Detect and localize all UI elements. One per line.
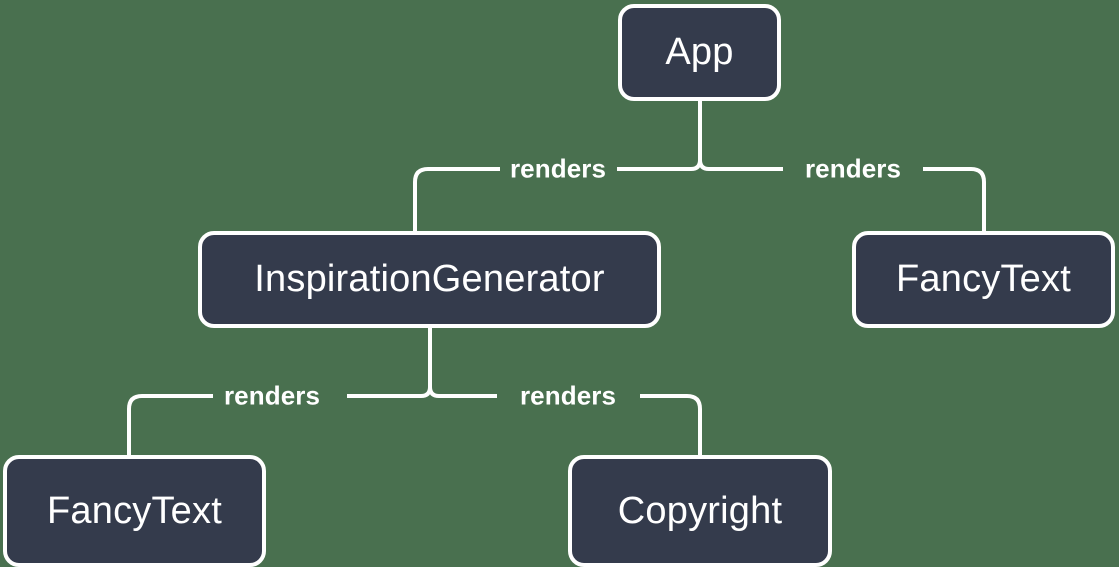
edge-inspgen-junction-right — [428, 386, 497, 398]
node-app-label: App — [665, 31, 734, 73]
edge-inspgen-to-copyright — [640, 394, 702, 455]
edge-app-to-fancytext-right — [923, 167, 986, 231]
edge-label-app-to-fancytext-right: renders — [804, 153, 902, 184]
node-copyright-label: Copyright — [617, 489, 783, 532]
node-inspiration-generator-label: InspirationGenerator — [254, 258, 605, 300]
edge-app-junction-right — [698, 159, 783, 171]
edge-label-inspirationgenerator-to-fancytext: renders — [223, 380, 321, 411]
edge-label-app-to-inspirationgenerator: renders — [509, 153, 607, 184]
node-fancy-text-bottom-left[interactable]: FancyText — [3, 455, 266, 567]
edge-inspgen-junction-left — [347, 386, 432, 398]
node-copyright[interactable]: Copyright — [568, 455, 832, 567]
node-inspiration-generator[interactable]: InspirationGenerator — [198, 231, 661, 328]
edge-app-junction-left — [617, 159, 702, 171]
edge-app-to-inspirationgenerator — [413, 167, 500, 231]
edge-inspgen-to-fancytext-bottom — [127, 394, 213, 455]
node-app[interactable]: App — [618, 4, 781, 101]
node-fancy-text-bottom-left-label: FancyText — [47, 489, 222, 532]
node-fancy-text-right-label: FancyText — [896, 258, 1071, 300]
edge-label-inspirationgenerator-to-copyright: renders — [519, 380, 617, 411]
node-fancy-text-right[interactable]: FancyText — [852, 231, 1115, 328]
